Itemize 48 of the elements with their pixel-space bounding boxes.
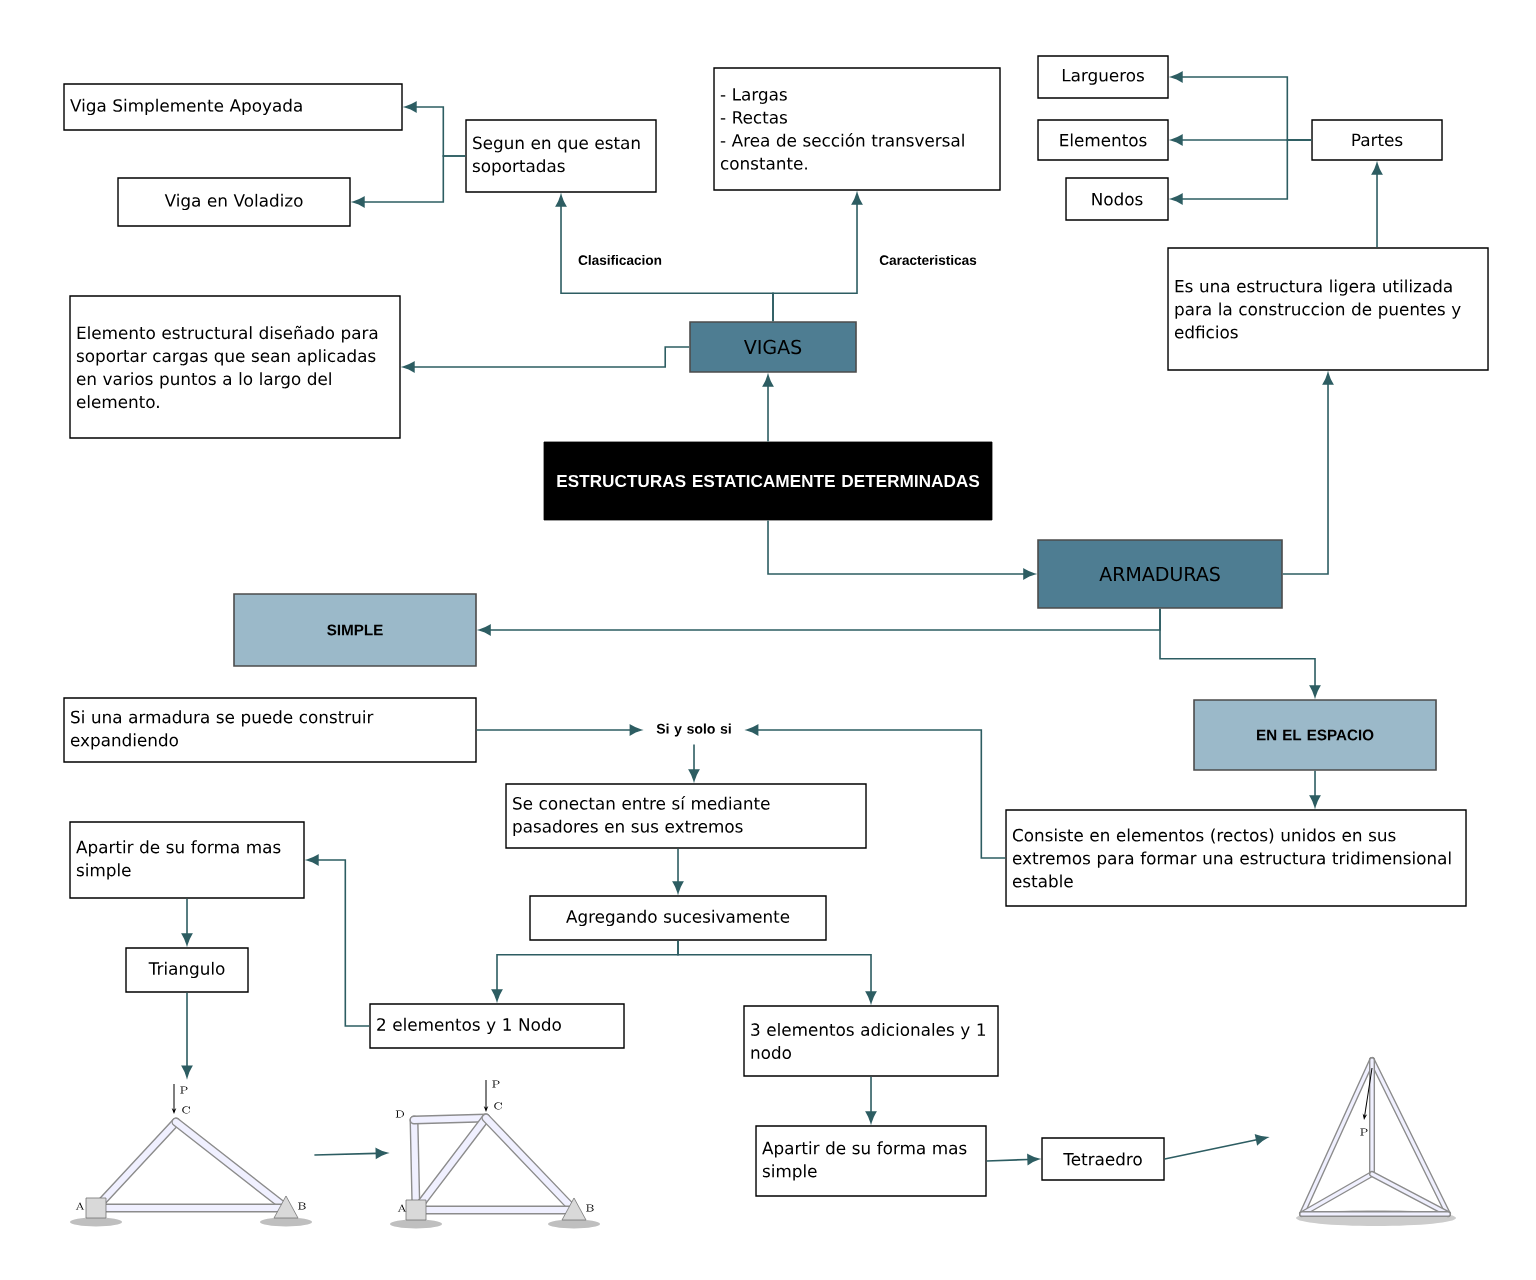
arrow bbox=[985, 1154, 1040, 1165]
arrow bbox=[352, 155, 467, 208]
arrow bbox=[313, 1148, 388, 1159]
arrow bbox=[865, 1075, 877, 1124]
arrow bbox=[672, 847, 684, 894]
text-box: Agregando sucesivamente bbox=[529, 895, 827, 941]
text-box: Elementos bbox=[1037, 119, 1169, 161]
text-box: Partes bbox=[1311, 119, 1443, 161]
text-box: Nodos bbox=[1065, 177, 1169, 221]
arrow bbox=[181, 897, 193, 946]
text-box: Apartir de su forma mas simple bbox=[69, 821, 305, 899]
text-box: Tetraedro bbox=[1041, 1137, 1165, 1181]
text-box: Largueros bbox=[1037, 55, 1169, 99]
text-box: 3 elementos adicionales y 1 nodo bbox=[743, 1005, 999, 1077]
arrow bbox=[762, 374, 774, 443]
truss-drawing bbox=[390, 1079, 600, 1229]
arrow bbox=[181, 991, 193, 1078]
text-box: Viga Simplemente Apoyada bbox=[63, 83, 403, 131]
text-box: Si una armadura se puede construir expandiendo bbox=[63, 697, 477, 763]
text-box: Viga en Voladizo bbox=[117, 177, 351, 227]
arrow bbox=[1282, 372, 1334, 575]
arrow bbox=[1371, 162, 1383, 249]
arrow bbox=[475, 724, 642, 736]
truss-drawing bbox=[70, 1083, 312, 1227]
title-box: ESTRUCTURAS ESTATICAMENTE DETERMINADAS bbox=[543, 441, 993, 521]
text-box: Consiste en elementos (rectos) unidos en sus extremos para formar una estructura tridimensional estable bbox=[1005, 809, 1467, 907]
text-box: Es una estructura ligera utilizada para la construccion de puentes y edficios bbox=[1167, 247, 1489, 371]
arrow bbox=[688, 743, 700, 782]
concept-box: ARMADURAS bbox=[1037, 539, 1283, 609]
text-box: Se conectan entre sí mediante pasadores en sus extremos bbox=[505, 783, 867, 849]
text-box: 2 elementos y 1 Nodo bbox=[369, 1003, 625, 1049]
tetrahedron-drawing bbox=[1296, 1057, 1456, 1226]
arrow bbox=[1159, 608, 1321, 698]
text-box: - Largas - Rectas - Area de sección transversal constante. bbox=[713, 67, 1001, 191]
arrow bbox=[1163, 1134, 1268, 1160]
arrow bbox=[746, 724, 1007, 859]
text-box: Apartir de su forma mas simple bbox=[755, 1125, 987, 1197]
arrow bbox=[767, 519, 1036, 580]
text-box: Triangulo bbox=[125, 947, 249, 993]
arrow bbox=[306, 854, 371, 1027]
text-box: Segun en que estan soportadas bbox=[465, 119, 657, 193]
arrow bbox=[1170, 139, 1313, 205]
arrow bbox=[1309, 770, 1321, 808]
text-box: Elemento estructural diseñado para soportar cargas que sean aplicadas en varios puntos a lo largo del elemento. bbox=[69, 295, 401, 439]
arrow bbox=[772, 192, 863, 322]
concept-box: VIGAS bbox=[689, 321, 857, 373]
arrow bbox=[402, 346, 690, 373]
arrow bbox=[677, 939, 877, 1004]
